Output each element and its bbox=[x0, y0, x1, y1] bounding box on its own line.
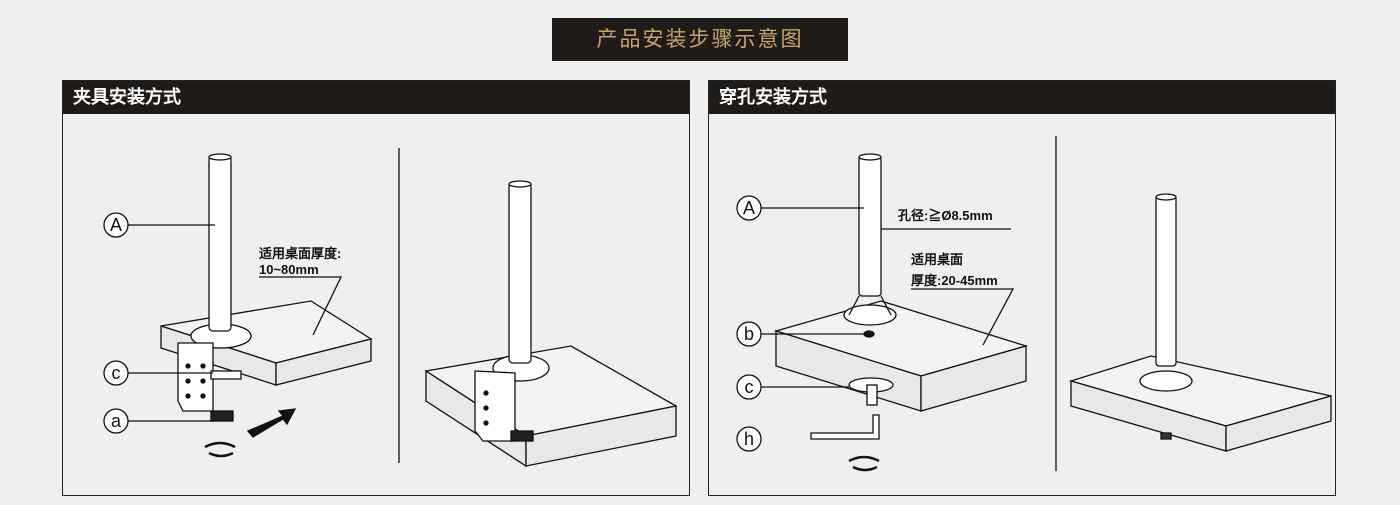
label-A: A bbox=[103, 212, 129, 238]
grommet-diagram: A b c h 孔径:≧Ø8.5mm 适用桌面 厚度:20-45mm bbox=[736, 136, 1332, 472]
clamp-panel-title: 夹具安装方式 bbox=[63, 81, 689, 114]
svg-text:a: a bbox=[111, 411, 122, 431]
label-c: c bbox=[736, 374, 762, 400]
svg-text:A: A bbox=[743, 198, 755, 218]
clamp-step2 bbox=[474, 180, 550, 442]
desk-step2 bbox=[1068, 355, 1332, 452]
thickness-label: 适用桌面 bbox=[911, 252, 963, 267]
label-h: h bbox=[736, 426, 762, 452]
pole bbox=[508, 182, 532, 364]
pole bbox=[1155, 195, 1177, 367]
page-title: 产品安装步骤示意图 bbox=[552, 18, 848, 61]
clamp-installation-panel: 夹具安装方式 A c a 适用桌面厚度: 10~80mm bbox=[62, 80, 690, 496]
thickness-label: 适用桌面厚度: bbox=[259, 246, 341, 261]
clamp-step1 bbox=[177, 153, 297, 458]
svg-text:c: c bbox=[112, 363, 121, 383]
svg-text:b: b bbox=[744, 324, 754, 344]
clamp-diagram: A c a 适用桌面厚度: 10~80mm bbox=[103, 148, 678, 468]
label-A: A bbox=[736, 195, 762, 221]
desk-step2 bbox=[424, 345, 678, 468]
thickness-value: 厚度:20-45mm bbox=[911, 273, 998, 288]
grommet-step1 bbox=[810, 153, 897, 472]
label-a: a bbox=[103, 408, 129, 434]
desk-step1 bbox=[773, 300, 1029, 412]
hole-diameter-label: 孔径:≧Ø8.5mm bbox=[898, 208, 993, 223]
thickness-value: 10~80mm bbox=[259, 262, 319, 277]
svg-text:A: A bbox=[110, 215, 122, 235]
svg-text:c: c bbox=[745, 377, 754, 397]
desk-step1 bbox=[160, 300, 373, 386]
label-c: c bbox=[103, 360, 129, 386]
svg-text:h: h bbox=[744, 429, 754, 449]
label-b: b bbox=[736, 321, 762, 347]
grommet-step2 bbox=[1139, 193, 1193, 440]
grommet-panel-title: 穿孔安装方式 bbox=[709, 81, 1335, 114]
pole bbox=[208, 155, 232, 332]
grommet-installation-panel: 穿孔安装方式 A b c h 孔径:≧Ø8.5mm 适用桌面 厚度:2 bbox=[708, 80, 1336, 496]
pole bbox=[858, 155, 882, 297]
